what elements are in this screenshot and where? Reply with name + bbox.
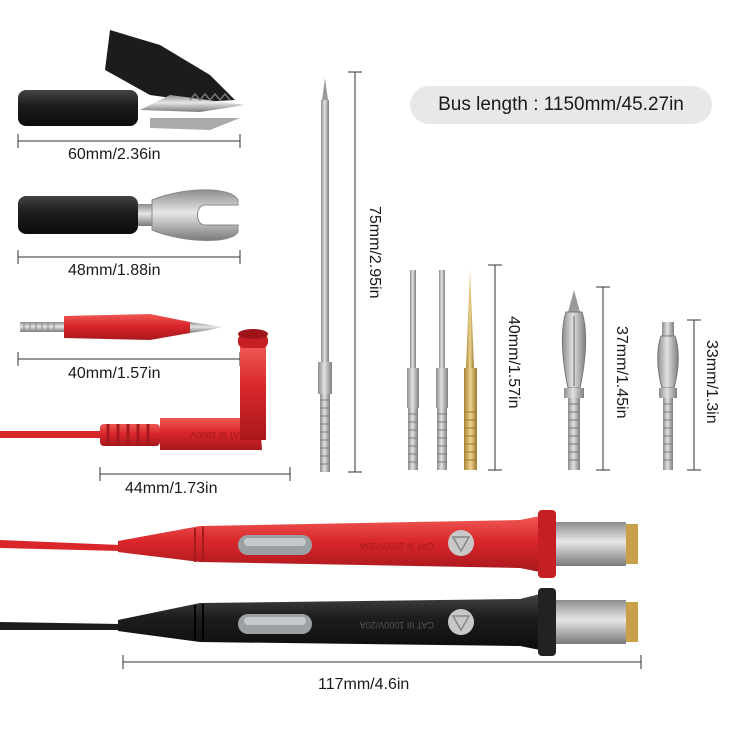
svg-text:CAT III 1000V/20A: CAT III 1000V/20A bbox=[360, 620, 434, 630]
bus-length-badge: Bus length : 1150mm/45.27in bbox=[410, 86, 712, 124]
svg-text:CAT III 1000V/20A: CAT III 1000V/20A bbox=[360, 541, 434, 551]
gold-needle bbox=[464, 268, 477, 470]
probes-dimension-label: 117mm/4.6in bbox=[318, 676, 410, 693]
red-angled-plug: CAT III 1000V bbox=[0, 329, 268, 450]
spade-lug bbox=[18, 189, 239, 241]
short-needle-1 bbox=[407, 270, 419, 470]
spade-dimension-label: 48mm/1.88in bbox=[68, 262, 161, 279]
short-needles-dimension-label: 40mm/1.57in bbox=[505, 316, 522, 409]
plug-dimension-label: 44mm/1.73in bbox=[125, 480, 218, 497]
alligator-clip bbox=[18, 30, 245, 130]
red-test-tip bbox=[20, 314, 222, 340]
svg-text:CAT III 1000V: CAT III 1000V bbox=[190, 430, 246, 440]
tip-dimension-label: 40mm/1.57in bbox=[68, 365, 161, 382]
black-probe: CAT III 1000V/20A bbox=[0, 588, 638, 656]
banana-pin bbox=[561, 290, 587, 470]
long-needle-dimension-label: 75mm/2.95in bbox=[366, 206, 383, 299]
alligator-dimension-label: 60mm/2.36in bbox=[68, 146, 161, 163]
banana-pin-dimension-label: 37mm/1.45in bbox=[613, 326, 630, 419]
red-probe: CAT III 1000V/20A bbox=[0, 510, 638, 578]
small-banana bbox=[657, 322, 679, 470]
long-needle bbox=[318, 78, 332, 472]
small-banana-dimension-label: 33mm/1.3in bbox=[703, 340, 720, 424]
short-needle-2 bbox=[436, 270, 448, 470]
